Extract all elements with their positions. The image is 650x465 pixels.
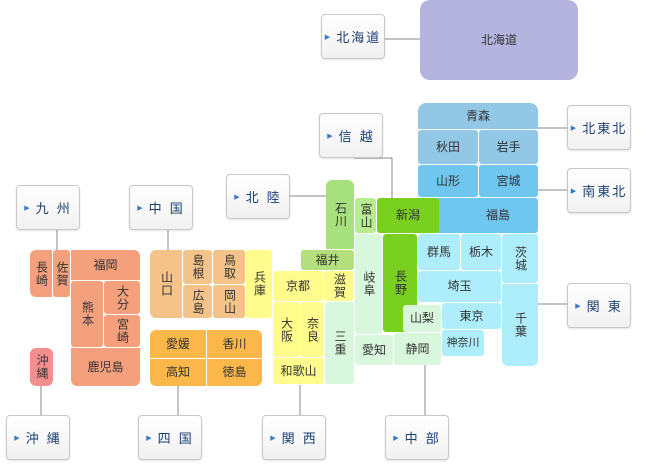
pref-shimane[interactable]: 島根 [183, 250, 212, 284]
region-button-chugoku[interactable]: ▶中 国 [129, 185, 193, 230]
region-button-shikoku[interactable]: ▶四 国 [138, 415, 202, 460]
pref-tokushima[interactable]: 徳島 [207, 359, 262, 386]
pref-gunma[interactable]: 群馬 [418, 234, 460, 270]
triangle-right-icon: ▶ [146, 433, 152, 442]
triangle-right-icon: ▶ [570, 186, 577, 195]
pref-kagoshima[interactable]: 鹿児島 [71, 348, 140, 386]
pref-akita[interactable]: 秋田 [418, 130, 478, 164]
region-button-kanto[interactable]: ▶関 東 [567, 283, 631, 328]
triangle-right-icon: ▶ [14, 433, 20, 442]
pref-shizuoka[interactable]: 静岡 [394, 333, 441, 365]
pref-kyoto[interactable]: 京都 [273, 271, 323, 301]
pref-yamagata[interactable]: 山形 [418, 165, 478, 197]
region-button-chubu[interactable]: ▶中 部 [385, 415, 449, 460]
pref-yamanashi[interactable]: 山梨 [403, 305, 441, 332]
pref-miyagi[interactable]: 宮城 [479, 165, 538, 197]
region-button-hokkaido[interactable]: ▶北海道 [321, 14, 385, 59]
triangle-right-icon: ▶ [234, 192, 240, 201]
pref-mie[interactable]: 三重 [325, 302, 354, 384]
pref-kagawa[interactable]: 香川 [207, 330, 262, 358]
pref-kochi[interactable]: 高知 [150, 359, 206, 386]
pref-okinawa[interactable]: 沖縄 [30, 348, 53, 386]
pref-ishikawa[interactable]: 石川 [326, 180, 354, 249]
region-button-kyushu[interactable]: ▶九 州 [16, 185, 80, 230]
pref-oita[interactable]: 大分 [104, 281, 140, 314]
pref-tottori[interactable]: 鳥取 [213, 250, 245, 284]
pref-nagasaki[interactable]: 長崎 [30, 250, 52, 297]
pref-gifu[interactable]: 岐阜 [355, 234, 382, 334]
triangle-right-icon: ▶ [270, 433, 276, 442]
pref-iwate[interactable]: 岩手 [479, 130, 538, 164]
region-button-hokuriku[interactable]: ▶北 陸 [226, 174, 290, 219]
pref-wakayama[interactable]: 和歌山 [273, 358, 324, 384]
triangle-right-icon: ▶ [327, 131, 333, 140]
pref-hiroshima[interactable]: 広島 [183, 285, 212, 318]
region-button-kitatohoku[interactable]: ▶北東北 [567, 105, 631, 150]
pref-fukuoka[interactable]: 福岡 [71, 250, 140, 280]
triangle-right-icon: ▶ [24, 203, 30, 212]
region-button-okinawa[interactable]: ▶沖 縄 [6, 415, 70, 460]
pref-saitama[interactable]: 埼玉 [418, 271, 501, 302]
triangle-right-icon: ▶ [324, 32, 331, 41]
pref-tochigi[interactable]: 栃木 [461, 234, 501, 270]
pref-ehime[interactable]: 愛媛 [150, 330, 206, 358]
pref-kumamoto[interactable]: 熊本 [71, 281, 103, 347]
pref-yamaguchi[interactable]: 山口 [150, 250, 182, 318]
triangle-right-icon: ▶ [575, 301, 581, 310]
pref-saga[interactable]: 佐賀 [53, 250, 70, 297]
region-button-minamitohoku[interactable]: ▶南東北 [567, 168, 631, 213]
triangle-right-icon: ▶ [137, 203, 143, 212]
pref-hokkaido[interactable]: 北海道 [420, 0, 578, 80]
triangle-right-icon: ▶ [393, 433, 399, 442]
region-button-shinetsu[interactable]: ▶信 越 [319, 113, 383, 158]
pref-okayama[interactable]: 岡山 [213, 285, 245, 318]
pref-aomori[interactable]: 青森 [418, 103, 538, 129]
pref-miyazaki[interactable]: 宮崎 [104, 315, 140, 347]
triangle-right-icon: ▶ [570, 123, 577, 132]
pref-niigata[interactable]: 新潟 [377, 198, 439, 233]
pref-kanagawa[interactable]: 神奈川 [442, 330, 484, 356]
pref-toyama[interactable]: 富山 [355, 198, 376, 233]
pref-chiba[interactable]: 千葉 [502, 284, 538, 366]
pref-aichi[interactable]: 愛知 [355, 335, 393, 365]
pref-nara[interactable]: 奈良 [300, 302, 324, 357]
pref-osaka[interactable]: 大阪 [273, 302, 299, 357]
pref-shiga[interactable]: 滋賀 [324, 271, 354, 301]
pref-fukui[interactable]: 福井 [301, 250, 354, 270]
pref-ibaraki[interactable]: 茨城 [502, 234, 538, 283]
pref-hyogo[interactable]: 兵庫 [246, 250, 272, 318]
pref-tokyo[interactable]: 東京 [442, 303, 501, 329]
region-button-kansai[interactable]: ▶関 西 [262, 415, 326, 460]
